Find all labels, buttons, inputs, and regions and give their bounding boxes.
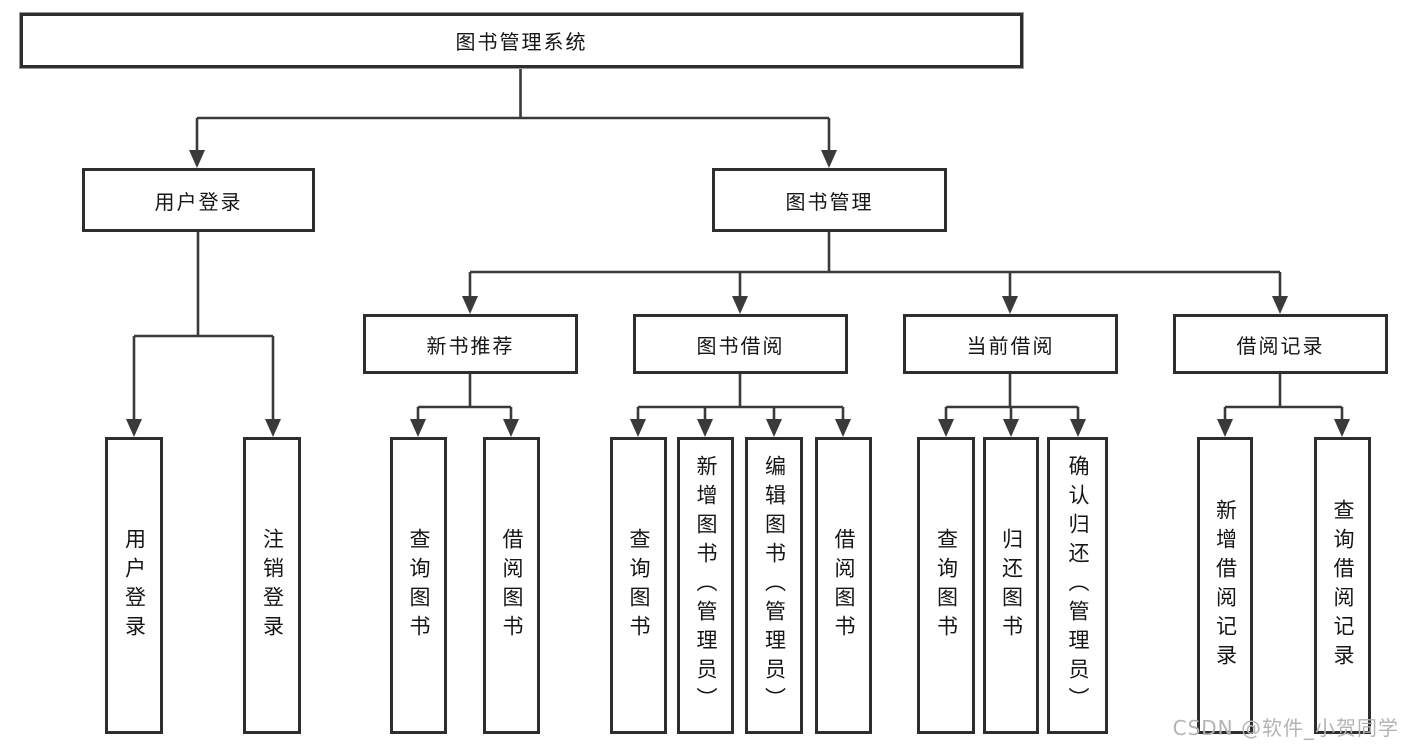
leaf-edit-books-admin: 编辑图书（管理员） bbox=[745, 437, 803, 734]
node-book-borrowing: 图书借阅 bbox=[633, 314, 848, 374]
node-label: 查询图书 bbox=[407, 527, 431, 644]
node-label: 新增借阅记录 bbox=[1213, 498, 1238, 673]
arrow-down-current-borrowing bbox=[1002, 296, 1018, 314]
node-label: 图书管理系统 bbox=[455, 30, 588, 54]
arrow-down-leaf bbox=[126, 419, 142, 437]
leaf-add-books-admin: 新增图书（管理员） bbox=[677, 437, 734, 734]
arrow-down-borrowing-records bbox=[1272, 296, 1288, 314]
node-current-borrowing: 当前借阅 bbox=[903, 314, 1118, 374]
arrow-down-leaf bbox=[503, 419, 519, 437]
node-label: 编辑图书（管理员） bbox=[762, 455, 787, 716]
node-label: 查询借阅记录 bbox=[1331, 498, 1355, 673]
arrow-down-leaf bbox=[1217, 419, 1233, 437]
node-label: 查询图书 bbox=[934, 527, 959, 644]
node-label: 新增图书（管理员） bbox=[694, 455, 718, 716]
node-label: 用户登录 bbox=[122, 527, 147, 644]
connector-book-borrowing-branch bbox=[636, 373, 845, 420]
node-label: 图书管理 bbox=[785, 189, 874, 214]
node-label: 借阅记录 bbox=[1236, 333, 1325, 358]
node-new-book-recommend: 新书推荐 bbox=[363, 314, 578, 374]
arrow-down-leaf bbox=[1334, 419, 1350, 437]
connector-current-borrowing-branch bbox=[944, 373, 1080, 420]
node-label: 借阅图书 bbox=[832, 527, 856, 644]
node-label: 用户登录 bbox=[154, 189, 243, 214]
arrow-down-leaf bbox=[835, 419, 851, 437]
node-label: 图书借阅 bbox=[696, 333, 785, 358]
arrow-down-leaf bbox=[410, 419, 426, 437]
arrow-down-leaf bbox=[630, 419, 646, 437]
arrow-down-new-book-recommend bbox=[462, 296, 478, 314]
leaf-query-borrow-record: 查询借阅记录 bbox=[1314, 437, 1371, 734]
node-library-management-system: 图书管理系统 bbox=[20, 13, 1023, 68]
connector-borrowing-records-branch bbox=[1223, 373, 1344, 420]
node-label: 查询图书 bbox=[627, 527, 651, 644]
leaf-borrow-books: 借阅图书 bbox=[815, 437, 872, 734]
node-label: 注销登录 bbox=[260, 527, 285, 644]
node-label: 借阅图书 bbox=[500, 527, 524, 644]
arrow-down-leaf bbox=[1003, 419, 1019, 437]
arrow-down-leaf bbox=[697, 419, 713, 437]
arrow-down-leaf bbox=[265, 419, 281, 437]
arrow-down-leaf bbox=[1070, 419, 1086, 437]
node-label: 新书推荐 bbox=[426, 333, 515, 358]
connector-new-book-recommend-branch bbox=[416, 373, 513, 420]
leaf-logout: 注销登录 bbox=[243, 437, 301, 734]
connector-user-login-branch bbox=[132, 231, 275, 420]
connector-book-management-branch bbox=[468, 231, 1282, 297]
leaf-confirm-return-admin: 确认归还（管理员） bbox=[1047, 437, 1108, 734]
arrow-down-leaf bbox=[766, 419, 782, 437]
node-user-login: 用户登录 bbox=[82, 168, 315, 232]
leaf-query-books: 查询图书 bbox=[610, 437, 667, 734]
csdn-watermark: CSDN @软件_小贺同学 bbox=[1172, 716, 1399, 740]
node-label: 当前借阅 bbox=[966, 333, 1055, 358]
node-borrowing-records: 借阅记录 bbox=[1173, 314, 1388, 374]
node-label: 归还图书 bbox=[999, 527, 1024, 644]
leaf-return-books: 归还图书 bbox=[983, 437, 1039, 734]
leaf-query-books: 查询图书 bbox=[390, 437, 447, 734]
node-book-management: 图书管理 bbox=[712, 168, 947, 232]
arrow-down-user-login bbox=[189, 150, 205, 168]
arrow-down-book-management bbox=[821, 150, 837, 168]
arrow-down-leaf bbox=[938, 419, 954, 437]
connector-root-to-level2 bbox=[195, 66, 831, 151]
node-label: 确认归还（管理员） bbox=[1066, 455, 1090, 716]
leaf-query-books: 查询图书 bbox=[917, 437, 975, 734]
leaf-borrow-books: 借阅图书 bbox=[483, 437, 540, 734]
leaf-user-login: 用户登录 bbox=[105, 437, 163, 734]
arrow-down-book-borrowing bbox=[732, 296, 748, 314]
leaf-add-borrow-record: 新增借阅记录 bbox=[1197, 437, 1253, 734]
